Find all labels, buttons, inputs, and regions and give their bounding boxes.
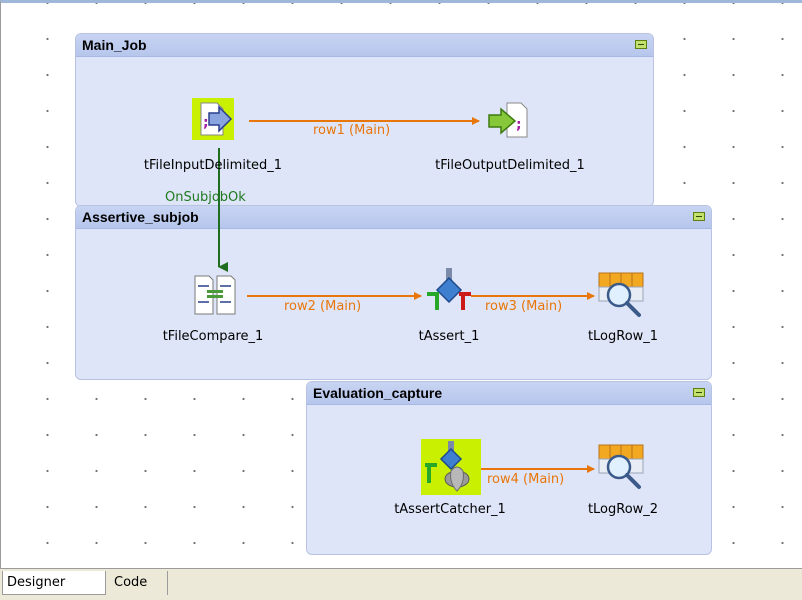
subjob-title: Assertive_subjob [82, 209, 199, 225]
log-row-icon[interactable] [597, 269, 645, 319]
assert-icon[interactable] [425, 266, 473, 314]
component-label[interactable]: tLogRow_2 [587, 502, 659, 517]
designer-canvas[interactable]: Main_Job Assertive_subjob Evaluation_cap… [0, 0, 802, 568]
component-label[interactable]: tAssert_1 [418, 329, 480, 344]
connections-layer [218, 117, 595, 473]
editor-tab-bar: Designer Code [0, 568, 802, 600]
collapse-button[interactable] [693, 388, 705, 397]
component-label[interactable]: tFileCompare_1 [162, 329, 264, 344]
connection-label-row2[interactable]: row2 (Main) [284, 299, 362, 314]
connection-label-row1[interactable]: row1 (Main) [313, 123, 391, 138]
component-label[interactable]: tAssertCatcher_1 [394, 502, 506, 517]
subjob-header[interactable]: Assertive_subjob [76, 206, 711, 229]
assert-catcher-icon[interactable] [421, 439, 481, 495]
subjob-header[interactable]: Evaluation_capture [307, 382, 711, 405]
subjob-title: Evaluation_capture [313, 385, 443, 401]
tab-code[interactable]: Code [110, 571, 168, 595]
file-compare-icon[interactable] [191, 272, 239, 318]
subjob-header[interactable]: Main_Job [76, 34, 653, 57]
connection-label-row4[interactable]: row4 (Main) [487, 472, 565, 487]
subjob-main-job[interactable]: Main_Job [75, 33, 654, 207]
collapse-button[interactable] [693, 212, 705, 221]
tab-designer[interactable]: Designer [2, 571, 106, 595]
component-label[interactable]: tFileOutputDelimited_1 [435, 158, 585, 173]
component-label[interactable]: tFileInputDelimited_1 [143, 158, 283, 173]
collapse-button[interactable] [635, 40, 647, 49]
log-row-icon[interactable] [597, 441, 645, 491]
file-input-delimited-icon[interactable]: ; [191, 97, 235, 141]
connection-label-row3[interactable]: row3 (Main) [485, 299, 563, 314]
svg-text:;: ; [203, 115, 209, 131]
svg-text:;: ; [516, 117, 522, 133]
subjob-title: Main_Job [82, 37, 147, 53]
component-label[interactable]: tLogRow_1 [587, 329, 659, 344]
connection-label-on-subjob-ok[interactable]: OnSubjobOk [165, 190, 246, 205]
file-output-delimited-icon[interactable]: ; [487, 101, 531, 141]
